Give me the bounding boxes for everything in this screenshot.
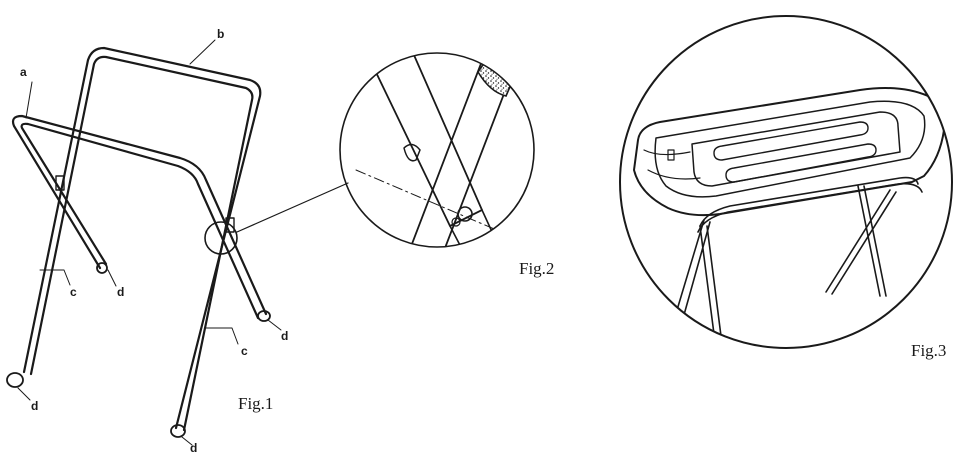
frame-a bbox=[11, 114, 268, 320]
fig3-tray-grooves bbox=[713, 121, 877, 183]
foot-caps bbox=[6, 262, 271, 438]
hinge-detail-circle bbox=[204, 221, 238, 255]
detail-leader-line bbox=[236, 182, 349, 233]
label-d-inner-left: d bbox=[117, 285, 124, 299]
label-a: a bbox=[20, 65, 27, 79]
fig3-tray-on-stand: Fig.3 bbox=[619, 15, 953, 360]
fig3-caption: Fig.3 bbox=[911, 341, 946, 360]
fig3-stand-legs bbox=[673, 185, 897, 337]
fig3-detail-circle bbox=[619, 15, 953, 349]
label-d-inner-right: d bbox=[281, 329, 288, 343]
label-leaders bbox=[17, 39, 282, 446]
label-d-outer-left: d bbox=[31, 399, 38, 413]
label-c-right: c bbox=[241, 344, 248, 358]
fig2-caption: Fig.2 bbox=[519, 259, 554, 278]
frame-b bbox=[22, 46, 262, 432]
label-d-outer-right: d bbox=[190, 441, 197, 454]
fig1-stand-drawing: a b c c d d d d Fig.1 bbox=[6, 27, 349, 454]
fig2-hinge-detail: Fig.2 bbox=[339, 52, 554, 278]
fig1-caption: Fig.1 bbox=[238, 394, 273, 413]
leg-collars bbox=[55, 175, 235, 233]
fig2-detail-circle bbox=[339, 52, 535, 248]
label-c-left: c bbox=[70, 285, 77, 299]
label-b: b bbox=[217, 27, 224, 41]
